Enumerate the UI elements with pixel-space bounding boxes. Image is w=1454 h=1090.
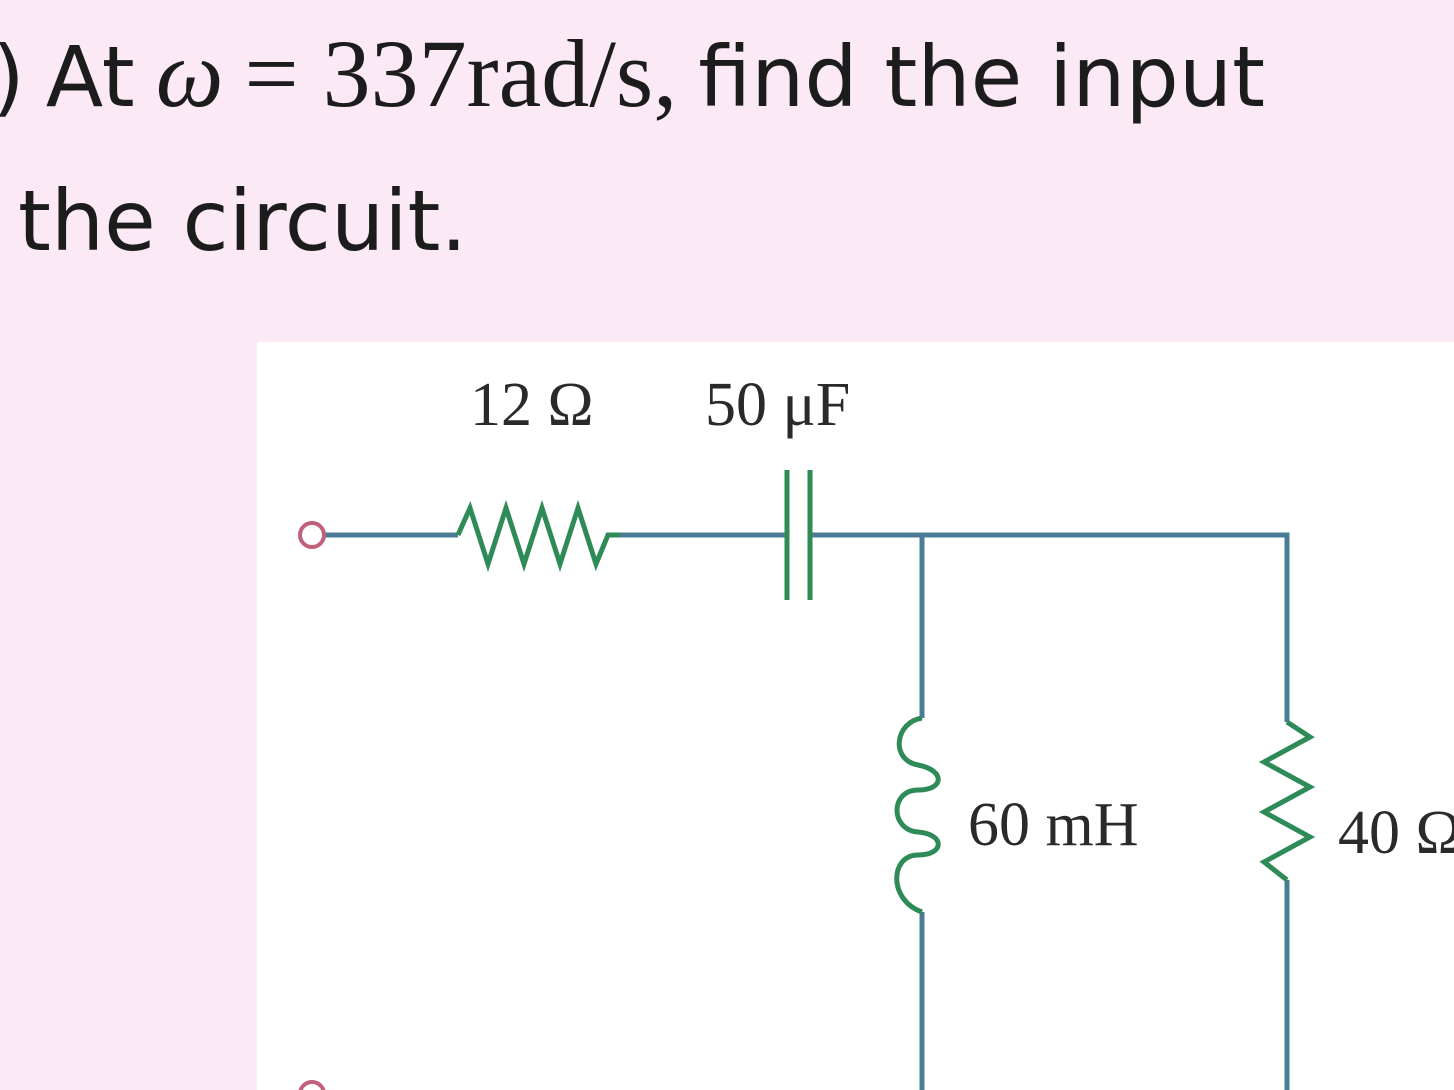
inductor-60-mh (894, 715, 941, 915)
question-at: At (45, 28, 135, 126)
capacitor-label: 50 μF (705, 371, 850, 439)
question-line-1: ) At ω = 337rad/s, find the input (0, 18, 1265, 129)
resistor-40-ohm (1258, 719, 1316, 882)
resistor-12-label: 12 Ω (470, 371, 594, 439)
wire-top (810, 532, 1290, 722)
input-terminal-top (298, 521, 326, 549)
omega-symbol: ω (155, 20, 224, 127)
frequency-value: = 337rad/s, (244, 20, 678, 127)
inductor-label: 60 mH (968, 791, 1139, 859)
input-terminal-bottom (298, 1080, 326, 1090)
question-prefix: ) (0, 28, 25, 126)
resistor-40-label: 40 Ω (1338, 799, 1454, 867)
circuit-panel (257, 342, 1454, 1090)
resistor-12-ohm (455, 499, 620, 573)
question-rest: find the input (698, 28, 1266, 126)
question-line-2: the circuit. (18, 172, 468, 270)
